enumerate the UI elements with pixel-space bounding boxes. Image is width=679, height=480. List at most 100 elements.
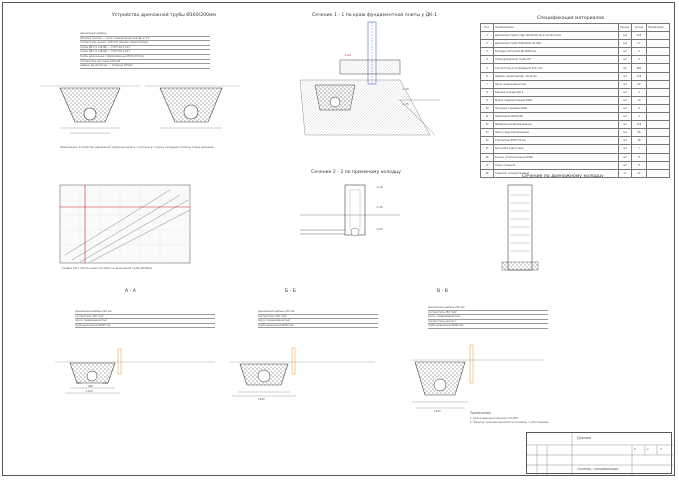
spec-table: Поз. Наименование Ед.изм. Кол-во Примеча… (480, 22, 670, 178)
section-b-title: Б - Б (285, 289, 296, 294)
title-block: Дренаж Р 2 3 Сечения, спецификация (526, 432, 673, 475)
spec-cell: 14 (631, 95, 647, 105)
spec-cell: 9 (480, 95, 494, 105)
spec-cell: Кольцо уплотнительное Ø160 (493, 152, 619, 162)
title-block-grid (527, 433, 673, 475)
dimension: 250 (76, 382, 81, 385)
spec-cell (646, 39, 670, 49)
spec-cell: п.м (618, 39, 632, 49)
spec-cell: Муфта соединительная Ø160 (493, 95, 619, 105)
stage: Р (634, 448, 636, 451)
spec-cell: м2 (618, 120, 632, 130)
level-mark: -2,30 (376, 206, 383, 209)
spec-cell: Переходник Ø160/200 (493, 112, 619, 122)
spec-cell: 4 (631, 47, 647, 57)
section-1-1-title: Сечение 1 - 1 по краю фундаментной плиты… (312, 13, 438, 18)
drain-note: геотекстиль дорнит 150г/м2 (Geotex, Typa… (80, 41, 210, 46)
spec-cell: 116 (631, 71, 647, 81)
level-mark: -2,65 (376, 228, 383, 231)
spec-cell: шт (618, 112, 632, 122)
spec-header: Ед.изм. (618, 22, 632, 33)
spec-cell: Геотекстиль иглопробивной 150 г/м2 (493, 63, 619, 73)
well-drawing (501, 184, 539, 271)
spec-cell (646, 144, 670, 154)
section-2-2-title: Сечение 2 - 2 по приемному колодцу (311, 170, 402, 175)
spec-cell: Лента гидроизоляционная (493, 128, 619, 138)
section-note: песок среднезернистый (258, 319, 378, 324)
notes-title: Примечания (470, 411, 491, 415)
spec-cell: 17 (631, 39, 647, 49)
spec-cell: 2 (480, 39, 494, 49)
section-note: труба дренажная Ø160 мм (258, 324, 378, 329)
spec-cell: 7 (631, 144, 647, 154)
spec-cell: 62 (631, 79, 647, 89)
section-note: геотекстиль 150 г/м2 (75, 315, 215, 320)
sheets-count: 3 (660, 448, 662, 451)
spec-cell (646, 87, 670, 97)
project-name: Дренаж (577, 436, 592, 440)
spec-cell: 12 (480, 120, 494, 130)
spec-cell: шт (618, 152, 632, 162)
spec-cell: м3 (618, 79, 632, 89)
spec-cell: 16 (480, 152, 494, 162)
spec-header: Наименование (493, 22, 619, 33)
spec-cell: шт (618, 47, 632, 57)
drain-note: обсыпка песком — песок среднезернистый ф… (80, 37, 210, 42)
spec-cell: Заглушка торцевая Ø160 (493, 103, 619, 114)
sheet-title: Сечения, спецификация (577, 467, 619, 471)
spec-cell (646, 79, 670, 89)
spec-header: Кол-во (631, 22, 647, 33)
spec-cell: шт (618, 103, 632, 114)
spec-cell: Крышка колодца ДК-1 (493, 87, 619, 97)
section-note: дренажный щебень 200 мм (428, 306, 548, 311)
spec-cell: Дренажная труба гофр. Ø160/200 мм в геот… (493, 31, 619, 41)
spec-cell: 8 (631, 160, 647, 170)
dimension: 250 (103, 382, 108, 385)
spec-cell: 11 (480, 112, 494, 122)
spec-cell: 96 (631, 128, 647, 138)
spec-cell: Колодец смотровой ДК Ø400 мм (493, 47, 619, 57)
notes-line: 1. Уклон дренажа принять i=0,005. (470, 417, 519, 420)
spec-cell (646, 168, 670, 178)
spec-cell: шт (618, 55, 632, 65)
level-mark: -1,75 (402, 103, 409, 106)
drawing-sheet (2, 2, 675, 476)
spec-cell: м3 (618, 144, 632, 154)
spec-cell: Щебень гранитный фр. 20-40 мм (493, 71, 619, 81)
spec-cell (646, 71, 670, 81)
section-a-title: А - А (125, 289, 136, 294)
spec-cell: 1 (480, 31, 494, 41)
spec-cell: п.м (618, 128, 632, 138)
spec-cell: шт (618, 95, 632, 105)
spec-cell: 8 (631, 152, 647, 162)
section-note: дренажный щебень 200 мм (258, 310, 378, 315)
spec-cell: Дренажная труба ПНД Ø200 мм SN4 (493, 39, 619, 49)
section-v-title: В - В (437, 289, 448, 294)
spec-cell: Хомут стальной (493, 160, 619, 170)
spec-cell (646, 120, 670, 130)
spec-title: Спецификация материалов (537, 16, 604, 21)
spec-cell: Бетон В15 подготовка (493, 144, 619, 154)
spec-cell: Мембрана профилированная (493, 120, 619, 130)
drain-notes: дренажный щебень обсыпка песком — песок … (80, 32, 210, 69)
spec-cell: 17 (480, 160, 494, 170)
level-mark: -1,30 (402, 88, 409, 91)
spec-cell: 312 (631, 120, 647, 130)
section-note: геотекстиль 150 г/м2 (258, 315, 378, 320)
spec-cell: Отвод дренажной трубы 90° (493, 55, 619, 65)
spec-cell: п.м (618, 31, 632, 41)
spec-cell: 4 (631, 112, 647, 122)
graph-caption: График 66.1. Пропускная способность дрен… (62, 267, 153, 270)
drain-caption: Примечание: Устройство дренажной трубы в… (60, 146, 215, 149)
spec-cell: 15 (480, 144, 494, 154)
section-note: геотекстиль нахлест (428, 320, 548, 325)
spec-cell: 18 (480, 168, 494, 178)
spec-cell: 5 (480, 63, 494, 73)
drain-note: трубы ДР 1,5 и Ø200 — ГОСТ 26.1.127 (80, 50, 210, 55)
